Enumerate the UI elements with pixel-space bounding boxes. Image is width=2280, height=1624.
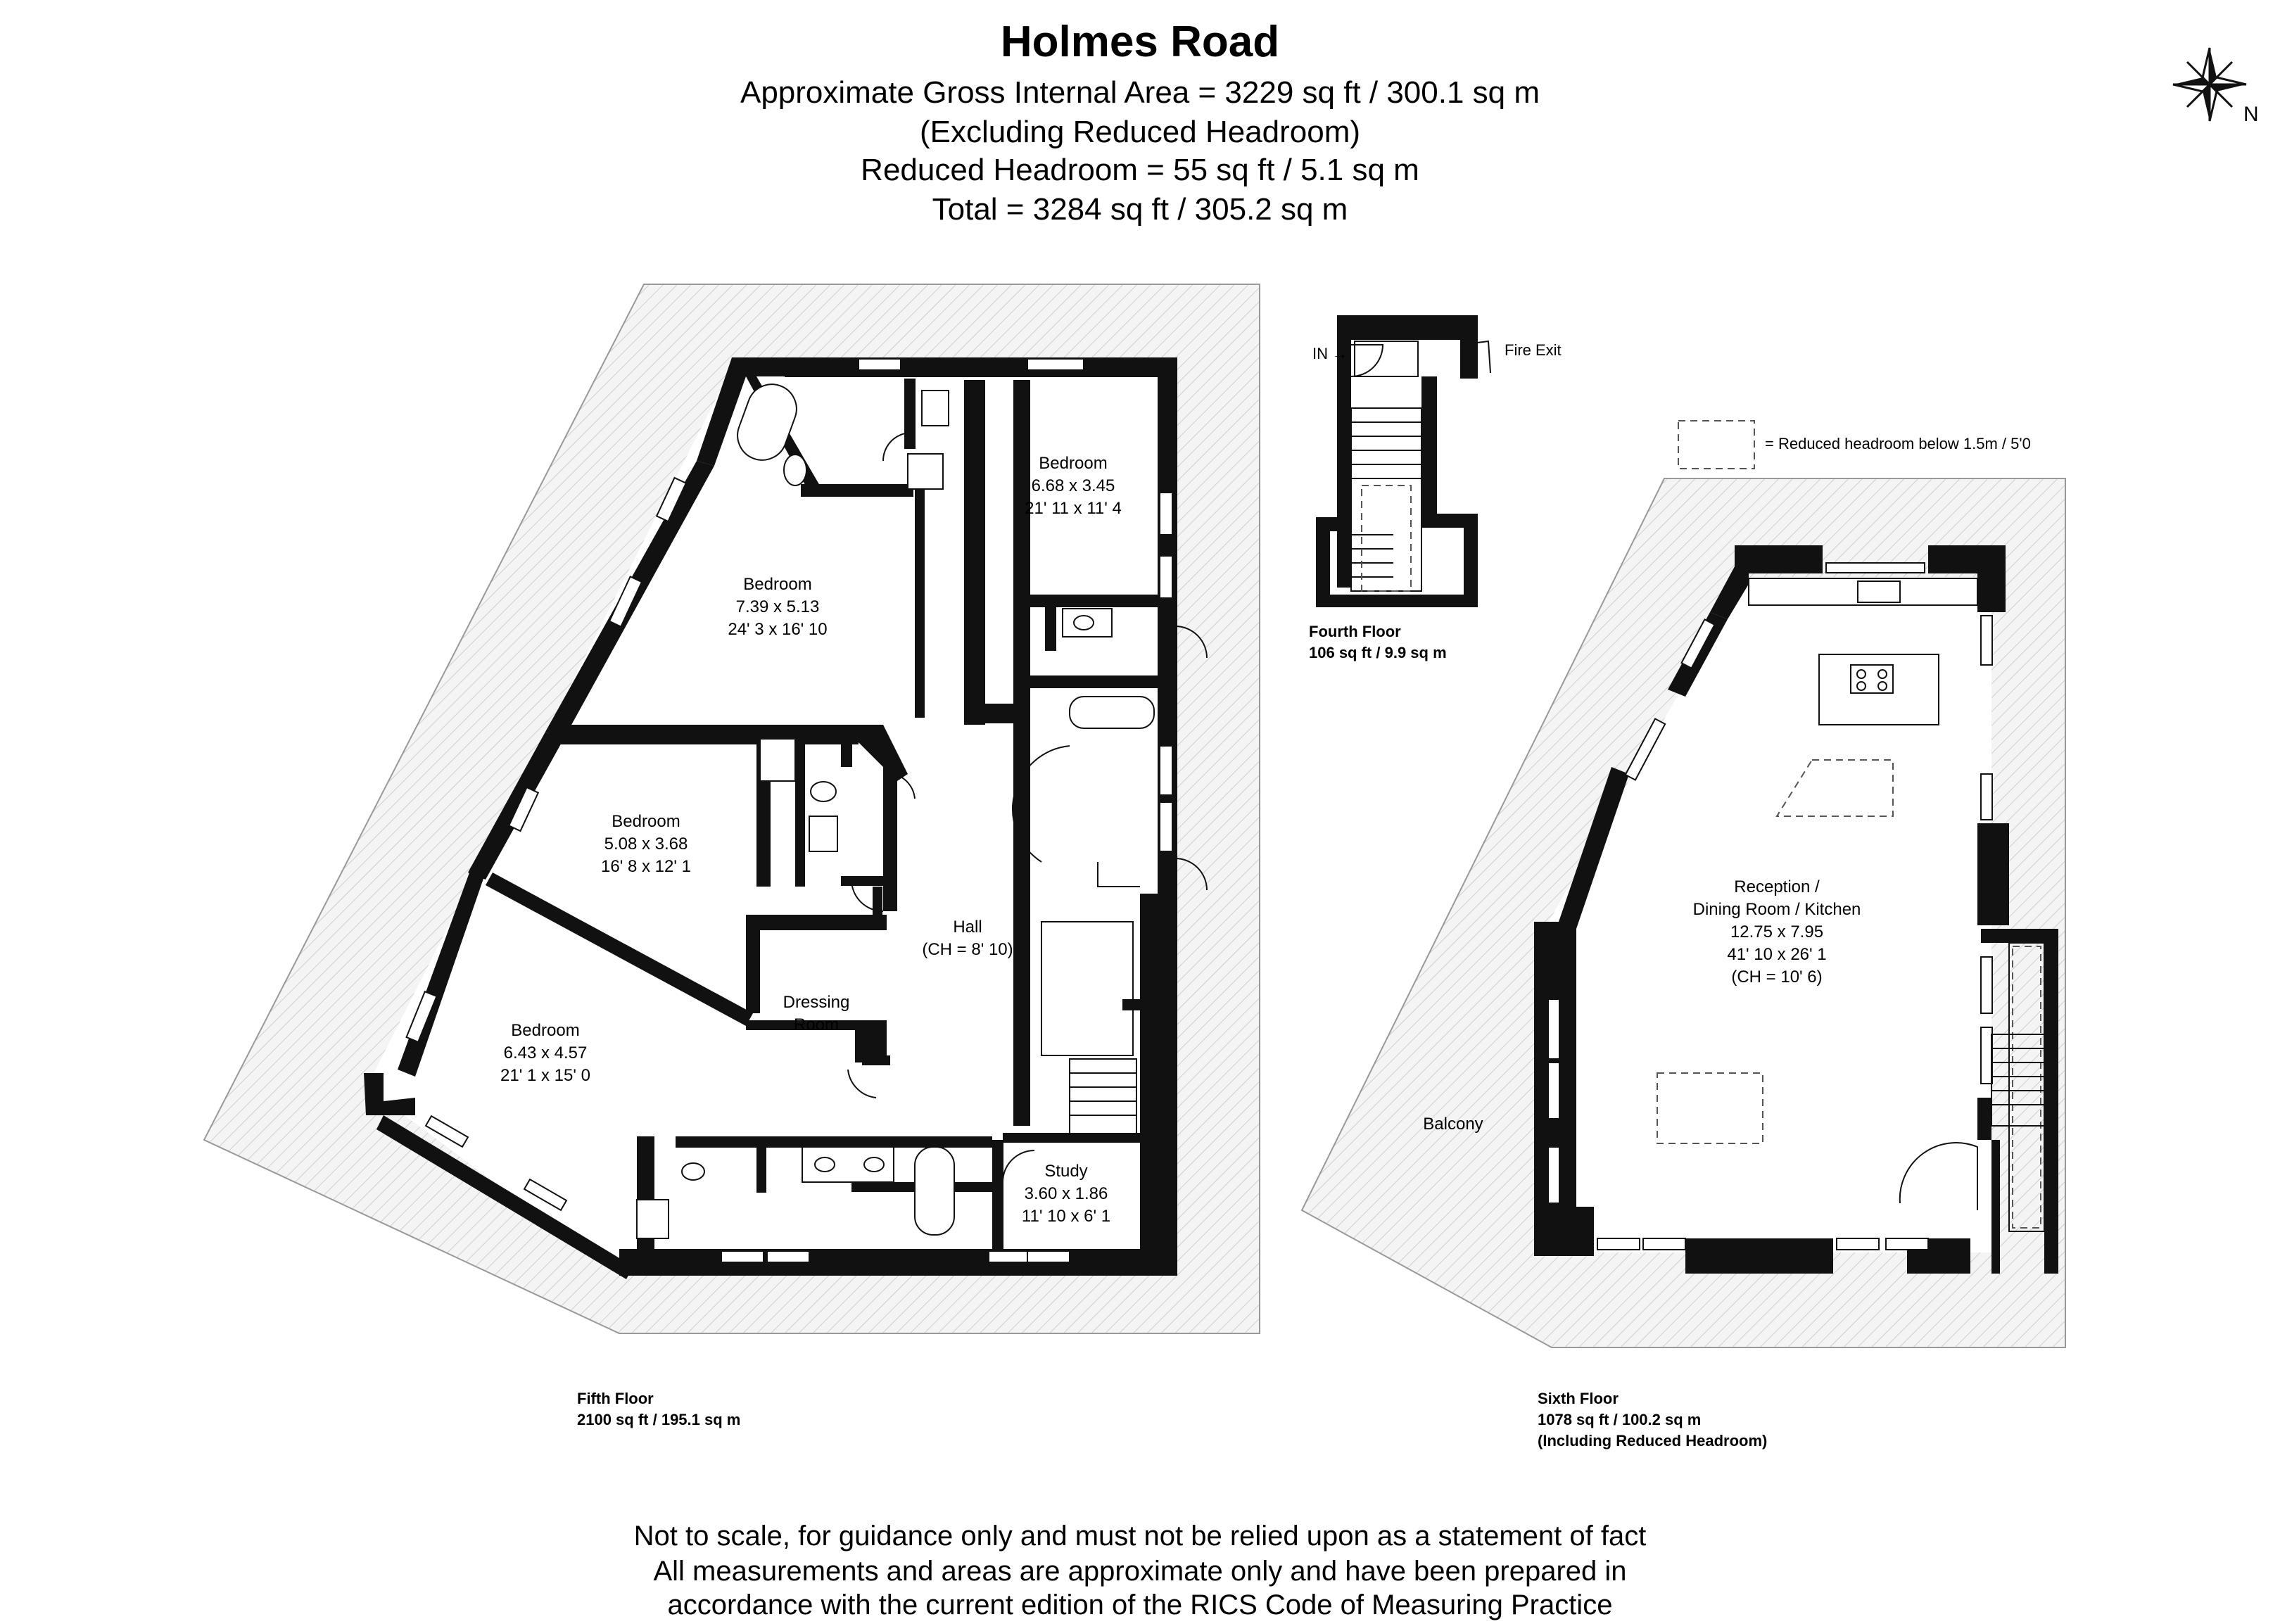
header: Holmes Road Approximate Gross Internal A… [740, 18, 1540, 227]
fifth-floor-labels: Bedroom 6.68 x 3.45 21' 11 x 11' 4 Bedro… [500, 454, 1122, 1428]
room-reception-ceiling: (CH = 10' 6) [1731, 968, 1822, 987]
sixth-floor-name: Sixth Floor [1538, 1390, 1619, 1407]
fourth-floor-in-arrow: → [1332, 345, 1348, 362]
room-bedroom-n-imperial: 24' 3 x 16' 10 [728, 620, 827, 639]
area-line-1: Approximate Gross Internal Area = 3229 s… [740, 75, 1540, 110]
fourth-floor-in-label: IN [1312, 345, 1328, 362]
legend: = Reduced headroom below 1.5m / 5'0 [1678, 420, 2031, 469]
room-dressing-line1: Dressing [783, 993, 850, 1012]
reduced-headroom-area-2 [1657, 1072, 1763, 1144]
disclaimer-line-1: Not to scale, for guidance only and must… [634, 1521, 1647, 1552]
area-line-3: Reduced Headroom = 55 sq ft / 5.1 sq m [861, 153, 1419, 187]
room-bedroom-ne-imperial: 21' 11 x 11' 4 [1025, 499, 1122, 518]
fifth-floor-stairs [1012, 745, 1140, 1137]
area-line-2: (Excluding Reduced Headroom) [920, 115, 1360, 149]
room-study-imperial: 11' 10 x 6' 1 [1022, 1207, 1110, 1226]
sixth-floor-plan: Balcony Sixth Floor 1078 sq ft / 100.2 s… [1300, 478, 2066, 1449]
room-hall-ceiling: (CH = 8' 10) [922, 940, 1013, 959]
legend-text: = Reduced headroom below 1.5m / 5'0 [1765, 435, 2031, 452]
room-bedroom-sw-name: Bedroom [511, 1021, 579, 1040]
room-study-metric: 3.60 x 1.86 [1025, 1184, 1108, 1203]
room-dressing-line2: Room [794, 1015, 839, 1034]
room-bedroom-n-name: Bedroom [743, 575, 811, 594]
room-bedroom-n-metric: 7.39 x 5.13 [736, 597, 820, 616]
fourth-floor-name: Fourth Floor [1309, 623, 1401, 640]
sixth-floor-note: (Including Reduced Headroom) [1538, 1432, 1767, 1449]
room-bedroom-sw-metric: 6.43 x 4.57 [504, 1043, 588, 1062]
area-line-4: Total = 3284 sq ft / 305.2 sq m [932, 192, 1348, 227]
fourth-floor-plan: IN → Fire Exit Fourth Floor 106 sq ft / … [1309, 315, 1562, 661]
reduced-headroom-area-1 [1775, 759, 1894, 817]
fifth-floor-plan [203, 284, 1260, 1334]
room-bedroom-w-metric: 5.08 x 3.68 [604, 835, 688, 854]
page-title: Holmes Road [1001, 18, 1279, 66]
disclaimer-line-2: All measurements and areas are approxima… [653, 1556, 1626, 1587]
room-bedroom-ne-name: Bedroom [1039, 454, 1107, 473]
sixth-floor-stairs [1899, 942, 2045, 1232]
fourth-floor-stairs [1350, 407, 1422, 592]
room-reception-metric: 12.75 x 7.95 [1730, 922, 1823, 941]
room-reception-line1: Reception / [1734, 877, 1820, 896]
room-bedroom-w-imperial: 16' 8 x 12' 1 [601, 857, 691, 876]
room-bedroom-sw-imperial: 21' 1 x 15' 0 [500, 1066, 590, 1085]
room-reception-imperial: 41' 10 x 26' 1 [1727, 945, 1826, 964]
sixth-floor-area: 1078 sq ft / 100.2 sq m [1538, 1411, 1701, 1428]
fire-exit-label: Fire Exit [1505, 341, 1562, 359]
room-hall-name: Hall [953, 918, 982, 937]
disclaimer-line-3: accordance with the current edition of t… [668, 1590, 1613, 1620]
room-reception-line2: Dining Room / Kitchen [1693, 900, 1861, 919]
compass-icon: N [2172, 47, 2259, 126]
compass-north-label: N [2243, 103, 2259, 126]
balcony-label: Balcony [1423, 1115, 1483, 1134]
fifth-floor-area: 2100 sq ft / 195.1 sq m [577, 1411, 740, 1428]
legend-swatch [1678, 420, 1755, 469]
sixth-floor-labels: Reception / Dining Room / Kitchen 12.75 … [1693, 877, 1861, 987]
room-bedroom-w-name: Bedroom [612, 812, 680, 831]
footer-disclaimer: Not to scale, for guidance only and must… [634, 1521, 1647, 1620]
sixth-floor-interior [1545, 577, 1991, 1252]
room-study-name: Study [1044, 1162, 1087, 1181]
fifth-floor-name: Fifth Floor [577, 1390, 654, 1407]
room-bedroom-ne-metric: 6.68 x 3.45 [1032, 476, 1115, 495]
fourth-floor-area: 106 sq ft / 9.9 sq m [1309, 644, 1447, 661]
